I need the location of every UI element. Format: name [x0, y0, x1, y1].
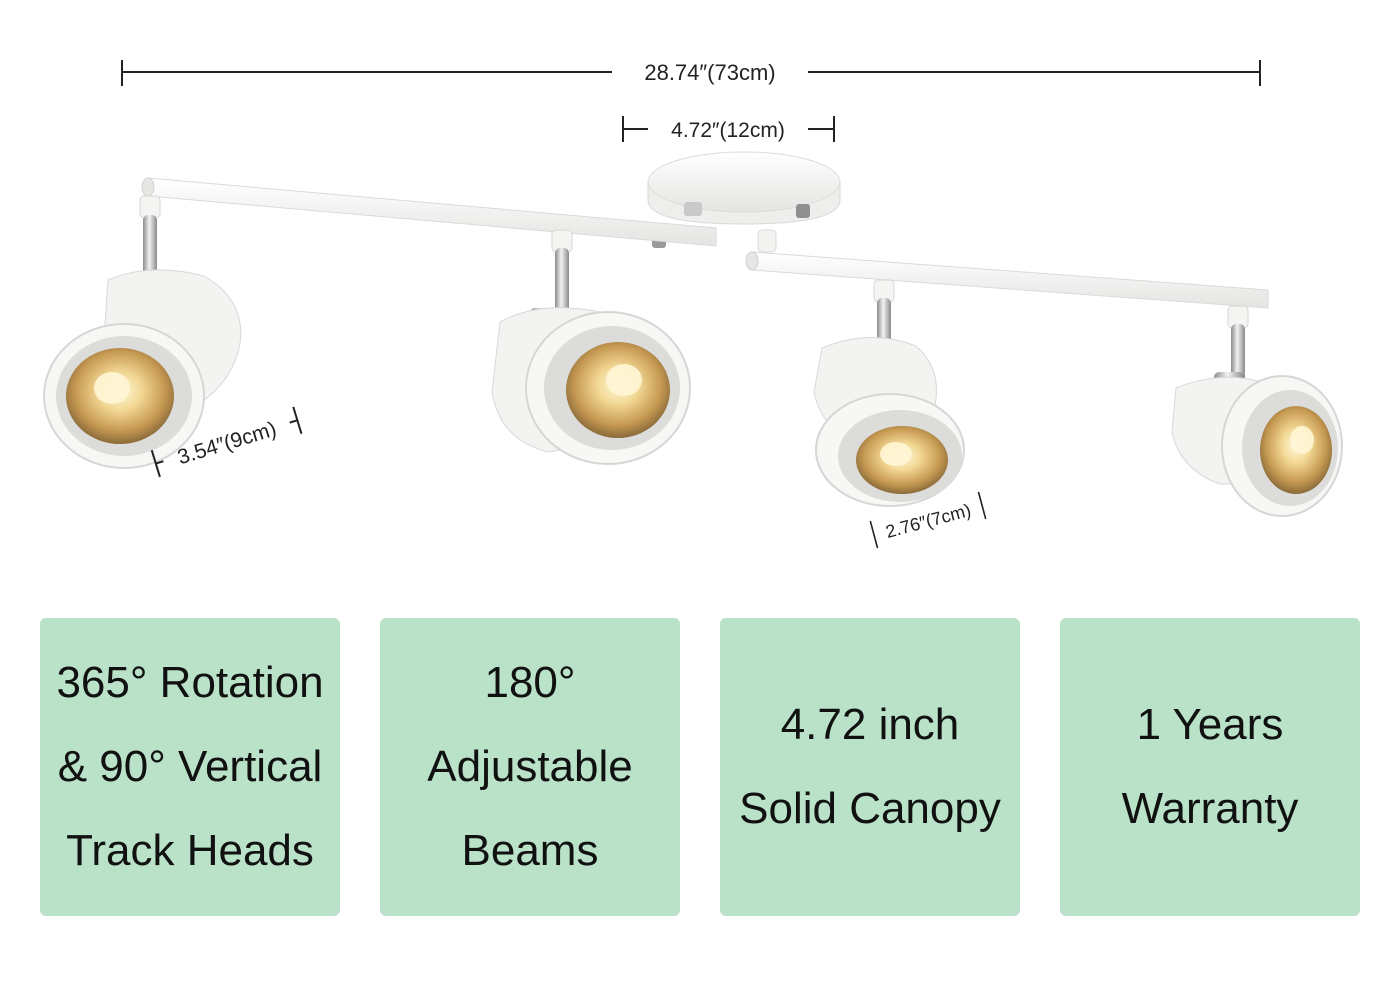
feature-text: 1 Years Warranty — [1122, 683, 1299, 851]
feature-card-rotation: 365° Rotation & 90° Vertical Track Heads — [40, 618, 340, 916]
canopy-dimension: 4.72″(12cm) — [622, 116, 835, 142]
feature-card-canopy: 4.72 inch Solid Canopy — [720, 618, 1020, 916]
feature-line: Warranty — [1121, 784, 1299, 833]
left-track-arm — [141, 177, 717, 247]
feature-line: Beams — [461, 826, 599, 875]
feature-line: Track Heads — [66, 826, 314, 875]
spotlight-head-1 — [43, 195, 242, 469]
feature-line: Adjustable — [427, 742, 633, 791]
feature-line: 1 Years — [1136, 700, 1284, 749]
feature-line: Solid Canopy — [739, 784, 1001, 833]
product-illustration: 28.74″(73cm) 4.72″(12cm) — [43, 60, 1343, 549]
feature-card-adjustable-beams: 180° Adjustable Beams — [380, 618, 680, 916]
canopy-diameter-label: 4.72″(12cm) — [671, 119, 785, 142]
feature-line: 365° Rotation — [56, 658, 324, 707]
spotlight-head-4 — [1171, 305, 1343, 517]
feature-line: & 90° Vertical — [57, 742, 323, 791]
feature-card-warranty: 1 Years Warranty — [1060, 618, 1360, 916]
spotlight-head-3 — [813, 279, 965, 507]
feature-line: 180° — [484, 658, 576, 707]
right-track-arm — [745, 251, 1269, 309]
spotlight-head-2 — [491, 229, 691, 465]
total-length-dimension: 28.74″(73cm) — [121, 60, 1261, 86]
ceiling-canopy — [647, 151, 841, 253]
total-length-label: 28.74″(73cm) — [644, 60, 775, 85]
feature-text: 4.72 inch Solid Canopy — [739, 683, 1001, 851]
feature-line: 4.72 inch — [780, 700, 960, 749]
feature-text: 180° Adjustable Beams — [427, 641, 632, 893]
feature-text: 365° Rotation & 90° Vertical Track Heads — [56, 641, 323, 893]
